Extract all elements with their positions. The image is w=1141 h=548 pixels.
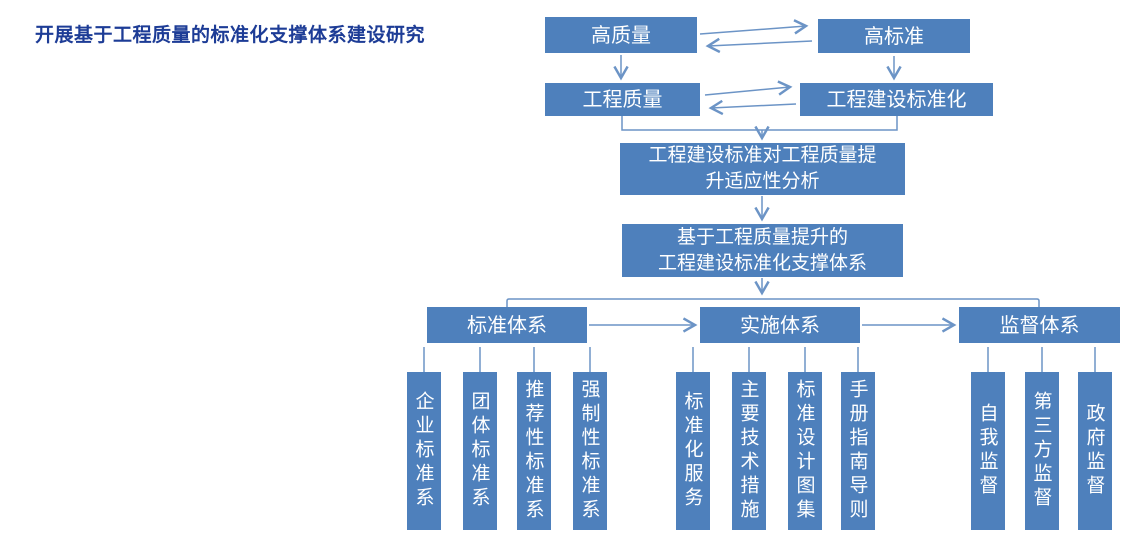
box-standard-system: 标准体系 — [427, 307, 587, 343]
box-government-supervision: 政府监督 — [1078, 372, 1112, 530]
box-thirdparty-supervision: 第三方监督 — [1025, 372, 1059, 530]
arrow-engquality-to-engstd — [704, 80, 793, 96]
box-support-system: 基于工程质量提升的 工程建设标准化支撑体系 — [622, 224, 903, 277]
analysis-line-1: 工程建设标准对工程质量提 — [648, 144, 877, 167]
page-title: 开展基于工程质量的标准化支撑体系建设研究 — [35, 24, 426, 46]
box-implementation-system: 实施体系 — [700, 307, 860, 343]
box-engineering-quality: 工程质量 — [545, 83, 700, 116]
analysis-line-2: 升适应性分析 — [705, 170, 820, 192]
box-self-supervision: 自我监督 — [971, 372, 1005, 530]
box-key-technical-measures: 主要技术措施 — [732, 372, 766, 530]
box-mandatory-standards: 强制性标准系 — [573, 372, 607, 530]
arrow-standard-to-quality — [705, 37, 813, 54]
child-connector-ticks — [423, 347, 1096, 372]
arrow-quality-to-standard — [699, 19, 809, 35]
box-recommended-standards: 推荐性标准系 — [517, 372, 551, 530]
bracket-distribution — [506, 298, 1040, 307]
box-adaptability-analysis: 工程建设标准对工程质量提 升适应性分析 — [620, 143, 905, 195]
bracket-merge — [621, 116, 898, 131]
box-supervision-system: 监督体系 — [959, 307, 1120, 343]
box-high-quality: 高质量 — [545, 17, 697, 53]
box-standard-design-atlas: 标准设计图集 — [788, 372, 822, 530]
box-manual-guideline: 手册指南导则 — [841, 372, 875, 530]
box-standardization-service: 标准化服务 — [676, 372, 710, 530]
box-enterprise-standards: 企业标准系 — [407, 372, 441, 530]
box-high-standard: 高标准 — [818, 19, 970, 53]
box-engineering-standardization: 工程建设标准化 — [800, 83, 993, 116]
support-line-2: 工程建设标准化支撑体系 — [657, 251, 867, 274]
support-line-1: 基于工程质量提升的 — [676, 225, 848, 248]
arrow-engstd-to-engquality — [708, 99, 797, 116]
box-group-standards: 团体标准系 — [463, 372, 497, 530]
